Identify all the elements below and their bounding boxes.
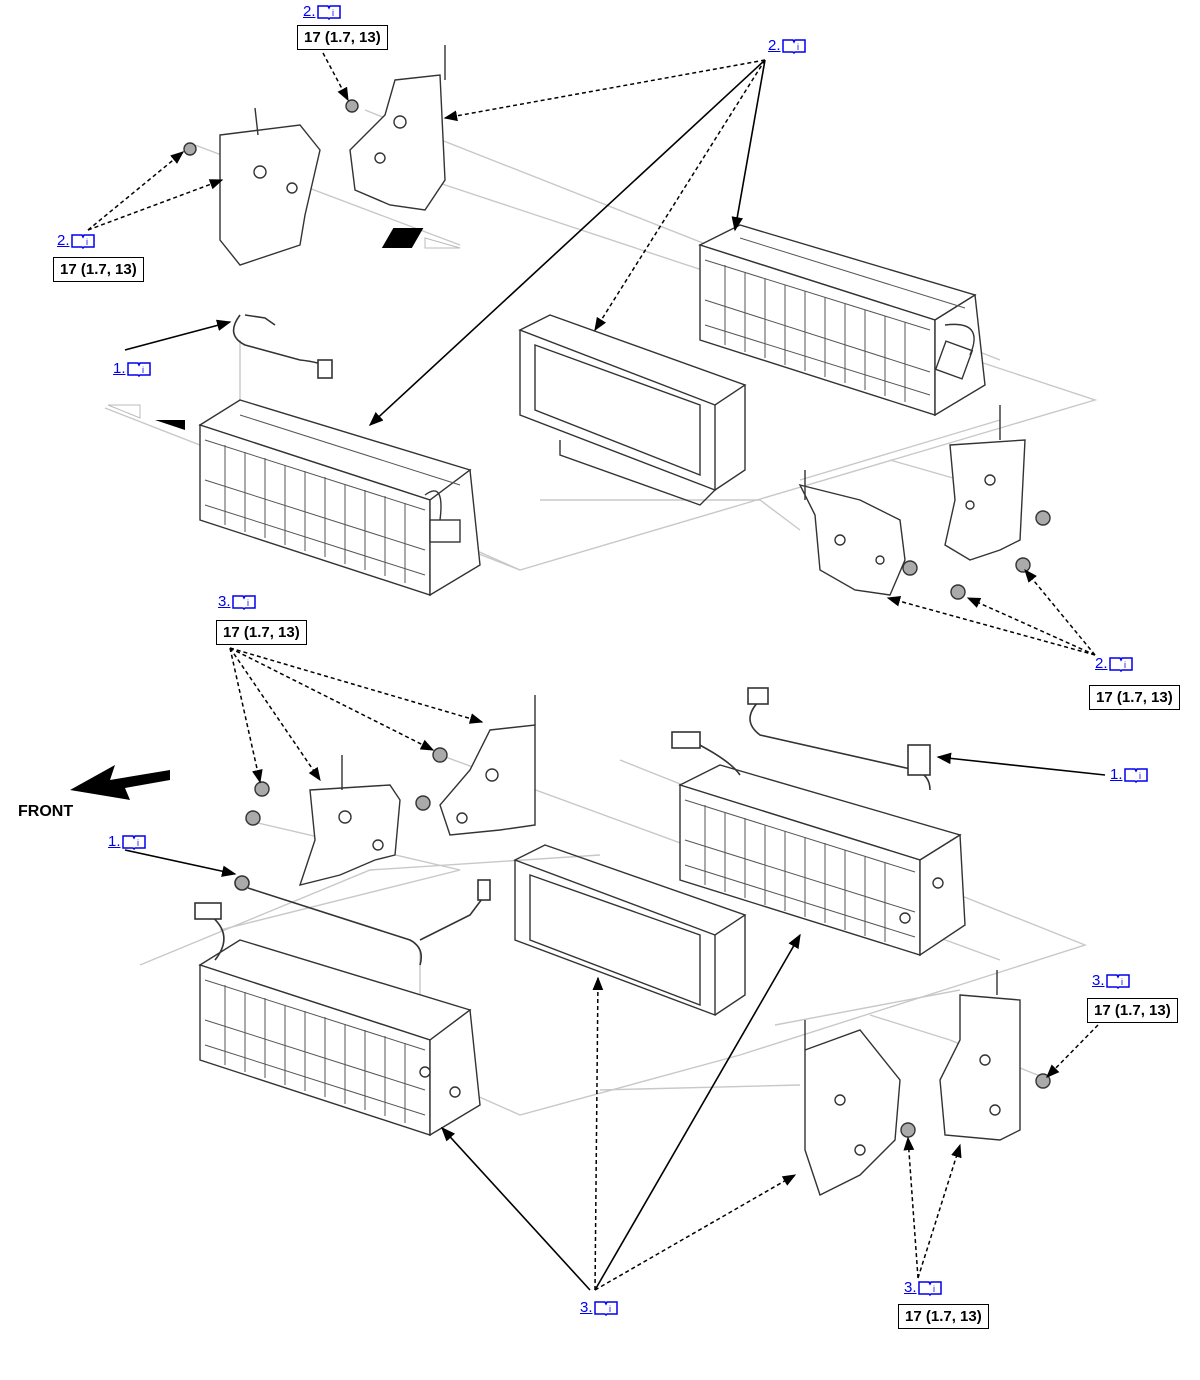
leader-lines-dashed <box>87 52 1099 1291</box>
wire-harness-upper <box>232 314 333 379</box>
svg-text:i: i <box>1121 977 1123 987</box>
step-link-1-upper[interactable]: 1. i <box>113 361 151 377</box>
svg-text:i: i <box>137 838 139 848</box>
bracket-upper-left <box>183 107 321 266</box>
bracket-upper-center <box>345 45 446 211</box>
step-link-2-right[interactable]: 2. i <box>1095 656 1133 672</box>
step-link-2-left[interactable]: 2. i <box>57 233 95 249</box>
torque-spec-box: 17 (1.7, 13) <box>216 620 307 645</box>
step-number: 3. <box>1092 972 1105 989</box>
manual-reference-book-icon: i <box>1108 657 1133 672</box>
step-number: 3. <box>218 593 231 610</box>
step-link-3-right[interactable]: 3. i <box>1092 973 1130 989</box>
svg-text:i: i <box>86 237 88 247</box>
manual-reference-book-icon: i <box>917 1281 942 1296</box>
step-number: 3. <box>904 1279 917 1296</box>
manual-reference-book-icon: i <box>316 5 341 20</box>
torque-spec-box: 17 (1.7, 13) <box>53 257 144 282</box>
torque-spec-box: 17 (1.7, 13) <box>1089 685 1180 710</box>
manual-reference-book-icon: i <box>1123 768 1148 783</box>
battery-frame-upper <box>518 314 747 506</box>
step-number: 2. <box>303 3 316 20</box>
svg-text:i: i <box>247 598 249 608</box>
step-link-1-right[interactable]: 1. i <box>1110 767 1148 783</box>
brackets-lower <box>245 695 1051 1196</box>
battery-module-upper-left <box>198 399 481 597</box>
wire-harness-lower <box>194 687 931 966</box>
step-number: 1. <box>108 833 121 850</box>
manual-reference-book-icon: i <box>781 39 806 54</box>
svg-text:i: i <box>797 42 799 52</box>
step-number: 1. <box>113 360 126 377</box>
svg-text:i: i <box>142 365 144 375</box>
step-link-3-bottom-right[interactable]: 3. i <box>904 1280 942 1296</box>
direction-markers <box>107 228 461 430</box>
battery-module-lower-right <box>678 764 966 957</box>
torque-spec-box: 17 (1.7, 13) <box>898 1304 989 1329</box>
step-link-1-lower[interactable]: 1. i <box>108 834 146 850</box>
battery-module-lower-left <box>198 939 481 1137</box>
battery-module-upper-right <box>698 224 986 417</box>
leader-lines-solid <box>124 59 1106 1291</box>
svg-text:i: i <box>933 1284 935 1294</box>
svg-text:i: i <box>332 8 334 18</box>
manual-reference-book-icon: i <box>1105 974 1130 989</box>
manual-reference-book-icon: i <box>126 362 151 377</box>
manual-reference-book-icon: i <box>70 234 95 249</box>
svg-text:i: i <box>1139 771 1141 781</box>
manual-reference-book-icon: i <box>121 835 146 850</box>
step-number: 3. <box>580 1299 593 1316</box>
front-arrow-icon <box>70 765 170 800</box>
step-link-3-left[interactable]: 3. i <box>218 594 256 610</box>
step-number: 1. <box>1110 766 1123 783</box>
manual-reference-book-icon: i <box>231 595 256 610</box>
step-number: 2. <box>1095 655 1108 672</box>
manual-reference-book-icon: i <box>593 1301 618 1316</box>
battery-frame-lower <box>513 844 747 1017</box>
step-link-2-top[interactable]: 2. i <box>303 4 341 20</box>
front-direction-label: FRONT <box>18 803 74 820</box>
step-link-3-bottom-center[interactable]: 3. i <box>580 1300 618 1316</box>
step-number: 2. <box>768 37 781 54</box>
svg-text:i: i <box>1124 660 1126 670</box>
torque-spec-box: 17 (1.7, 13) <box>297 25 388 50</box>
bracket-lower-right-upper-set <box>798 405 1051 600</box>
torque-spec-box: 17 (1.7, 13) <box>1087 998 1178 1023</box>
step-number: 2. <box>57 232 70 249</box>
step-link-2-upper-right[interactable]: 2. i <box>768 38 806 54</box>
svg-text:i: i <box>609 1304 611 1314</box>
